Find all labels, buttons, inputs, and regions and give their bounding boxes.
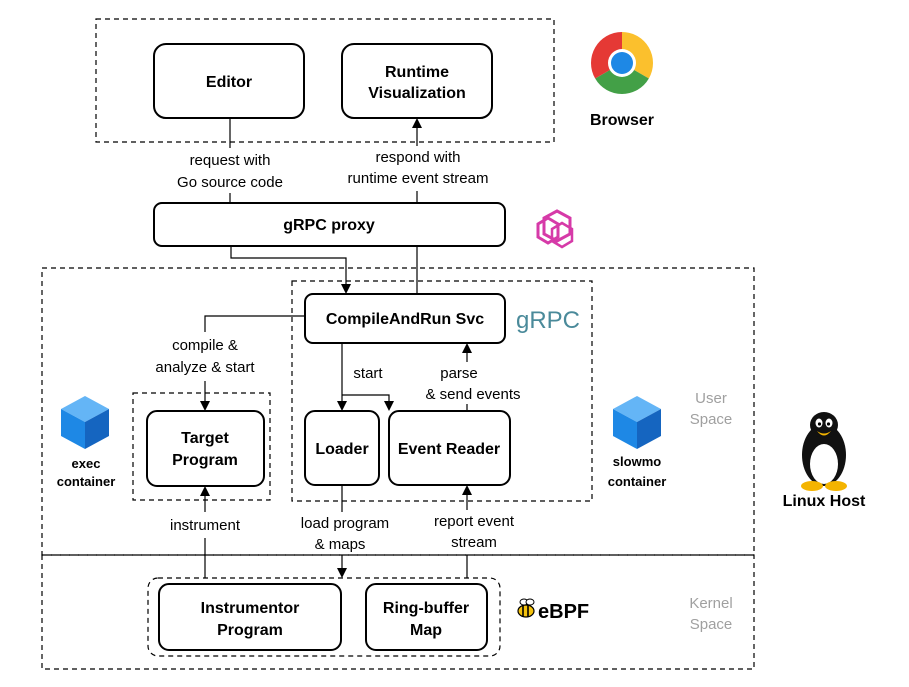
runtime-visualization-label: Runtime [385, 64, 449, 81]
instrumentor-program-label: Instrumentor [201, 600, 300, 617]
edge-start-to-reader [342, 394, 394, 411]
user-space-label: User [695, 390, 727, 407]
browser-label: Browser [590, 112, 654, 129]
editor-label: Editor [206, 74, 252, 91]
chrome-icon [590, 32, 654, 95]
edge-compile-to-target [204, 315, 305, 332]
ebpf-logo-text: eBPF [538, 601, 589, 623]
envoy-icon [536, 209, 574, 249]
slowmo-container-cube-icon [613, 396, 661, 449]
edge-label-compile-2: analyze & start [155, 359, 255, 376]
grpc-proxy-box [153, 202, 506, 247]
compile-and-run-box [304, 293, 506, 344]
instrumentor-program-label-2: Program [217, 622, 283, 639]
grpc-proxy-label: gRPC proxy [283, 217, 375, 234]
edge-label-report-2: stream [451, 534, 497, 551]
user-space-label-2: Space [690, 411, 733, 428]
slowmo-container-label: slowmo [613, 454, 661, 469]
linux-host-label: Linux Host [783, 493, 866, 510]
edge-label-parse-2: & send events [425, 386, 520, 403]
slowmo-container-region [291, 280, 593, 502]
compile-and-run-label: CompileAndRun Svc [326, 311, 484, 328]
target-program-label-2: Program [172, 452, 238, 469]
linux-tux-icon [801, 412, 847, 491]
ring-buffer-map-label-2: Map [410, 622, 442, 639]
slowmo-container-label-2: container [608, 474, 667, 489]
editor-box [153, 43, 305, 119]
edge-label-start: start [353, 365, 383, 382]
grpc-logo: gRPC [516, 307, 580, 334]
edge-label-report: report event [434, 513, 515, 530]
exec-container-region [132, 392, 271, 501]
edge-label-load-2: & maps [315, 536, 366, 553]
edge-label-compile: compile & [172, 337, 238, 354]
kernel-space-label-2: Space [690, 616, 733, 633]
runtime-visualization-box [341, 43, 493, 119]
edge-label-parse: parse [440, 365, 478, 382]
runtime-visualization-label-2: Visualization [368, 85, 466, 102]
ebpf-bee-icon [517, 598, 535, 618]
ring-buffer-map-box [365, 583, 488, 651]
event-reader-label: Event Reader [398, 441, 500, 458]
edge-label-request: request with [190, 152, 271, 169]
loader-label: Loader [315, 441, 368, 458]
event-reader-box [388, 410, 511, 486]
edge-proxy-to-compile [230, 246, 351, 294]
ring-buffer-map-label: Ring-buffer [383, 600, 469, 617]
instrumentor-program-box [158, 583, 342, 651]
target-program-label: Target [181, 430, 229, 447]
exec-container-cube-icon [61, 396, 109, 449]
target-program-box [146, 410, 265, 487]
edge-label-respond: respond with [375, 149, 460, 166]
ebpf-programs-region [147, 577, 501, 657]
edge-label-request-2: Go source code [177, 174, 283, 191]
edge-label-instrument: instrument [170, 517, 241, 534]
kernel-space-region [41, 554, 755, 670]
browser-region [95, 18, 555, 143]
exec-container-label-2: container [57, 474, 116, 489]
edge-label-load: load program [301, 515, 389, 532]
kernel-space-label: Kernel [689, 595, 732, 612]
exec-container-label: exec [72, 456, 101, 471]
edge-label-respond-2: runtime event stream [348, 170, 489, 187]
